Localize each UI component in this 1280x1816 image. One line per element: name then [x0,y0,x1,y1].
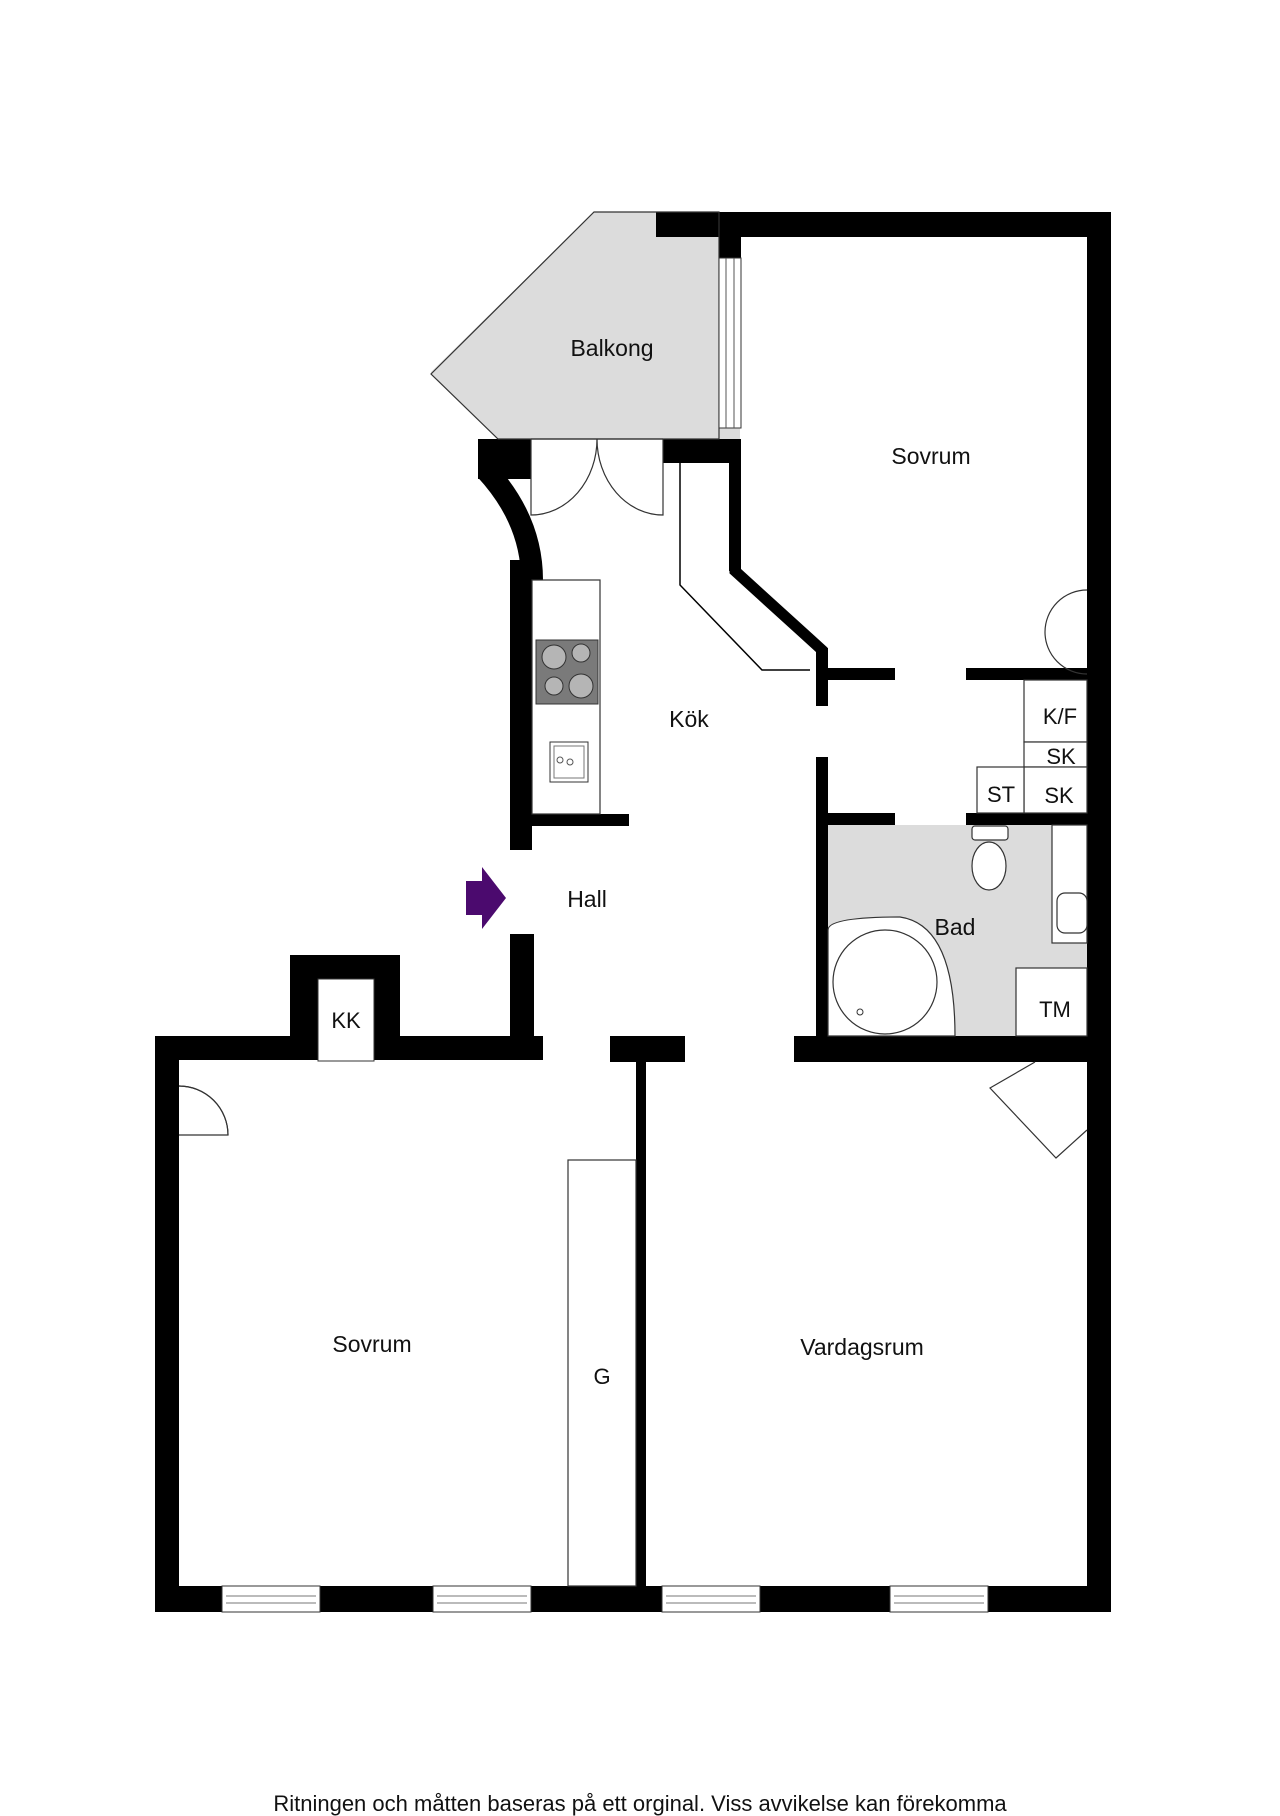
label-sovrum-bottom: Sovrum [332,1331,411,1357]
label-bad: Bad [935,914,976,940]
entrance-arrow-icon [466,867,506,929]
angled-wall [679,463,828,706]
stove [535,639,599,705]
label-tm: TM [1039,997,1071,1022]
label-vardagsrum: Vardagsrum [800,1334,924,1360]
label-hall: Hall [567,886,607,912]
label-sk-lower: SK [1044,783,1074,808]
label-kf: K/F [1043,704,1077,729]
balcony-window [718,257,742,429]
label-sovrum-top: Sovrum [891,443,970,469]
wardrobe-g [567,1159,637,1587]
balcony-floor [431,212,740,439]
curved-wall [477,462,543,581]
label-st: ST [987,782,1015,807]
tm-cabinet [1015,967,1088,1037]
label-kk: KK [331,1008,361,1033]
label-balkong: Balkong [570,335,653,361]
window-lines [226,1595,984,1604]
door-swings [178,589,1088,1159]
bathtub [827,916,956,1037]
bathroom-sink [1051,824,1088,944]
footer-disclaimer: Ritningen och måtten baseras på ett orgi… [273,1791,1007,1816]
windows [221,1585,989,1613]
label-g: G [593,1364,610,1389]
balcony-door [530,438,664,516]
label-sk-upper: SK [1046,744,1076,769]
storage-cabinets [976,679,1088,814]
kitchen-sink [549,741,589,783]
toilet [971,825,1009,891]
label-kok: Kök [669,706,709,732]
kk-closet [317,978,375,1062]
